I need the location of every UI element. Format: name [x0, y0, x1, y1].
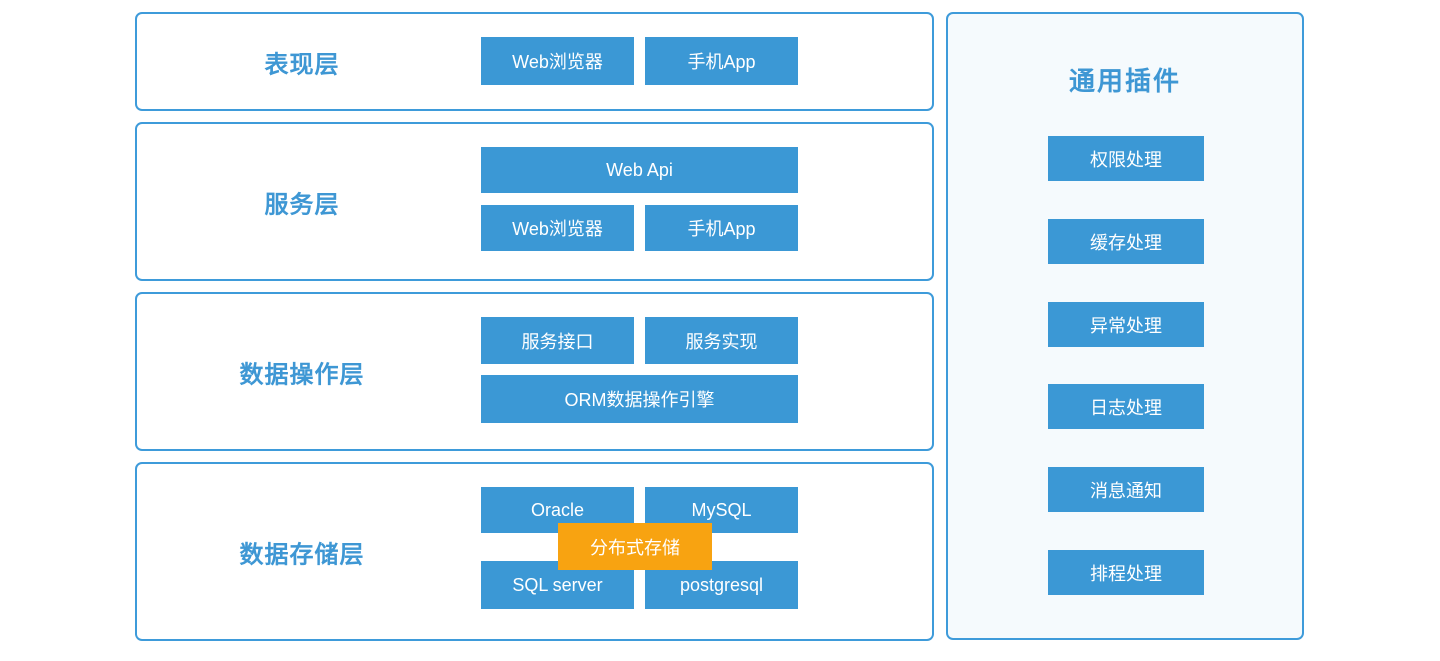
node-web-api: Web Api: [481, 147, 798, 193]
node-oracle: Oracle: [481, 487, 634, 533]
presentation-layer-label: 表现层: [264, 51, 340, 78]
presentation-layer-box: 表现层 Web浏览器 手机App: [135, 12, 934, 111]
node-cache-handling: 缓存处理: [1048, 219, 1204, 264]
node-message-notification: 消息通知: [1048, 467, 1204, 512]
node-web-browser: Web浏览器: [481, 205, 634, 251]
node-exception-handling: 异常处理: [1048, 302, 1204, 347]
data-storage-layer-label: 数据存储层: [239, 541, 365, 568]
data-operation-layer-box: 数据操作层 服务接口 服务实现 ORM数据操作引擎: [135, 292, 934, 451]
node-web-browser: Web浏览器: [481, 37, 634, 85]
node-permission-handling: 权限处理: [1048, 136, 1204, 181]
service-layer-label: 服务层: [264, 191, 340, 218]
node-orm-engine: ORM数据操作引擎: [481, 375, 798, 423]
node-schedule-handling: 排程处理: [1048, 550, 1204, 595]
common-plugins-panel: 通用插件 权限处理 缓存处理 异常处理 日志处理 消息通知 排程处理: [946, 12, 1304, 640]
node-sql-server: SQL server: [481, 561, 634, 609]
node-service-interface: 服务接口: [481, 317, 634, 364]
node-mobile-app: 手机App: [645, 37, 798, 85]
node-log-handling: 日志处理: [1048, 384, 1204, 429]
common-plugins-title: 通用插件: [1068, 66, 1181, 96]
node-distributed-storage: 分布式存储: [558, 523, 712, 570]
data-storage-layer-box: 数据存储层 Oracle MySQL SQL server postgresql…: [135, 462, 934, 641]
node-mobile-app: 手机App: [645, 205, 798, 251]
node-postgresql: postgresql: [645, 561, 798, 609]
data-operation-layer-label: 数据操作层: [239, 361, 365, 388]
service-layer-box: 服务层 Web Api Web浏览器 手机App: [135, 122, 934, 281]
node-service-implementation: 服务实现: [645, 317, 798, 364]
